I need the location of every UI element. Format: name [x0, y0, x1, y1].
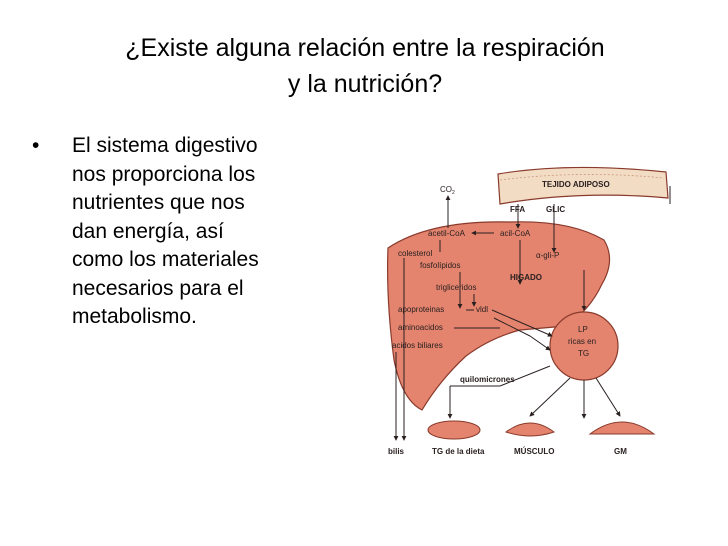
colesterol-label: colesterol [398, 249, 432, 258]
co2-label: CO2 [440, 185, 455, 196]
gm-label: GM [614, 447, 627, 456]
higado-label: HIGADO [510, 273, 542, 282]
tg-dieta-shape [427, 420, 481, 440]
bullet-line: nos proporciona los [72, 162, 256, 186]
tg-dieta-label: TG de la dieta [432, 447, 485, 456]
bullet-line: dan energía, así [72, 219, 224, 243]
acidos-biliares-label: acidos biliares [392, 341, 443, 350]
title-line-2: y la nutrición? [287, 70, 443, 98]
lp-particle [549, 311, 619, 381]
bilis-label: bilis [388, 447, 405, 456]
tissue-label: TEJIDO ADIPOSO [542, 180, 610, 189]
acetil-coa-label: acetil-CoA [428, 229, 466, 238]
gm-shape [588, 421, 656, 435]
vldl-label: vldl [476, 305, 488, 314]
musculo-label: MÚSCULO [514, 447, 554, 456]
metabolism-diagram: TEJIDO ADIPOSO LP ricas en TG CO2 FFA GL… [387, 166, 671, 456]
adipose-tissue-shape [497, 166, 669, 205]
fosfolipidos-label: fosfolípidos [420, 261, 460, 270]
bullet-line: necesarios para el [72, 276, 244, 300]
bullet-list: • El sistema digestivo nos proporciona l… [32, 132, 352, 332]
title-line-1: ¿Existe alguna relación entre la respira… [125, 34, 605, 62]
pathway-lines [393, 186, 671, 441]
acil-coa-label: acil-CoA [500, 229, 531, 238]
quilomicrones-label: quilomicrones [460, 375, 515, 384]
apoproteinas-label: apoproteinas [398, 305, 444, 314]
glic-label: GLIC [546, 205, 565, 214]
lp-label-2: ricas en [568, 337, 596, 346]
bullet-line: como los materiales [72, 248, 259, 271]
musculo-shape [504, 422, 556, 437]
bullet-icon: • [32, 134, 40, 157]
bullet-line: El sistema digestivo [72, 134, 258, 157]
trigliceridos-label: trigliceridos [436, 283, 476, 292]
slide-title: ¿Existe alguna relación entre la respira… [40, 30, 690, 102]
bullet-line: nutrientes que nos [72, 191, 245, 214]
aminoacidos-label: aminoacidos [398, 323, 443, 332]
lp-label-1: LP [578, 325, 588, 334]
lp-label-3: TG [578, 349, 589, 358]
bullet-item: • El sistema digestivo nos proporciona l… [32, 132, 352, 332]
bullet-line: metabolismo. [72, 305, 197, 328]
gli-p-label: α-gli-P [536, 251, 559, 260]
